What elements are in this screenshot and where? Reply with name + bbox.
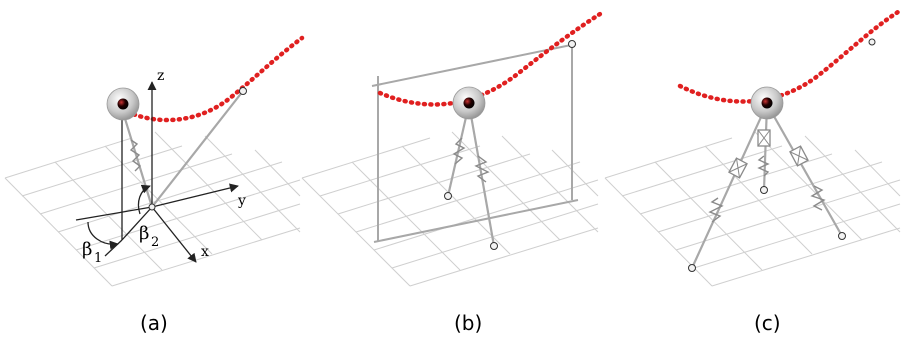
- ground-grid: [301, 131, 599, 287]
- anchor-node-icon: [868, 38, 876, 46]
- anchor-node-icon: [760, 186, 768, 194]
- beta2-arc: [137, 184, 151, 215]
- eye-trajectory: [377, 11, 603, 107]
- beta1-subscript: 1: [94, 251, 102, 266]
- beta2-symbol: β: [139, 223, 149, 244]
- spring-icon: [452, 137, 466, 165]
- origin-node-icon: [148, 203, 156, 211]
- y-axis: [151, 183, 239, 208]
- anchor-node-icon: [239, 87, 247, 95]
- support-rod: [151, 90, 244, 208]
- eye-ball-icon: [106, 87, 140, 121]
- eye-trajectory: [677, 9, 901, 104]
- reference-line: [75, 206, 153, 221]
- reference-line-2: [104, 239, 123, 257]
- damper-icon: [789, 145, 809, 167]
- eye-ball-icon: [452, 86, 486, 120]
- spring-icon: [708, 197, 724, 223]
- panel-c: (c): [604, 9, 901, 335]
- eye-rod: [766, 103, 843, 237]
- y-axis-label: y: [237, 193, 246, 209]
- eye-rod: [446, 103, 471, 197]
- eye-ball-icon: [750, 86, 784, 120]
- anchor-node-icon: [688, 264, 696, 272]
- eye-rod: [121, 111, 154, 208]
- panel-b: (b): [301, 11, 603, 335]
- panel-a-caption: (a): [140, 311, 168, 335]
- anchor-node-icon: [568, 40, 576, 48]
- anchor-node-icon: [490, 242, 498, 250]
- ground-grid: [604, 131, 901, 287]
- damper-icon: [728, 157, 748, 179]
- x-axis: [151, 206, 197, 263]
- x-axis-label: x: [201, 244, 209, 260]
- beta1-symbol: β: [82, 239, 92, 260]
- panel-a: z y x β 1 β 2 (a): [4, 35, 305, 335]
- anchor-node-icon: [444, 192, 452, 200]
- panel-b-caption: (b): [454, 311, 482, 335]
- spring-icon: [757, 155, 770, 177]
- beta2-subscript: 2: [151, 235, 159, 250]
- damper-icon: [757, 129, 771, 147]
- anchor-node-icon: [838, 232, 846, 240]
- spring-icon: [474, 155, 490, 183]
- panel-c-caption: (c): [754, 311, 781, 335]
- z-axis-label: z: [157, 68, 164, 84]
- eye-trajectory: [125, 35, 305, 123]
- eye-rod: [690, 103, 769, 269]
- ground-grid: [4, 131, 301, 287]
- beta1-arc: [87, 221, 119, 250]
- spring-icon: [810, 185, 826, 211]
- projection-ground: [121, 206, 153, 241]
- support-frame: [371, 43, 579, 243]
- spring-icon: [129, 139, 142, 172]
